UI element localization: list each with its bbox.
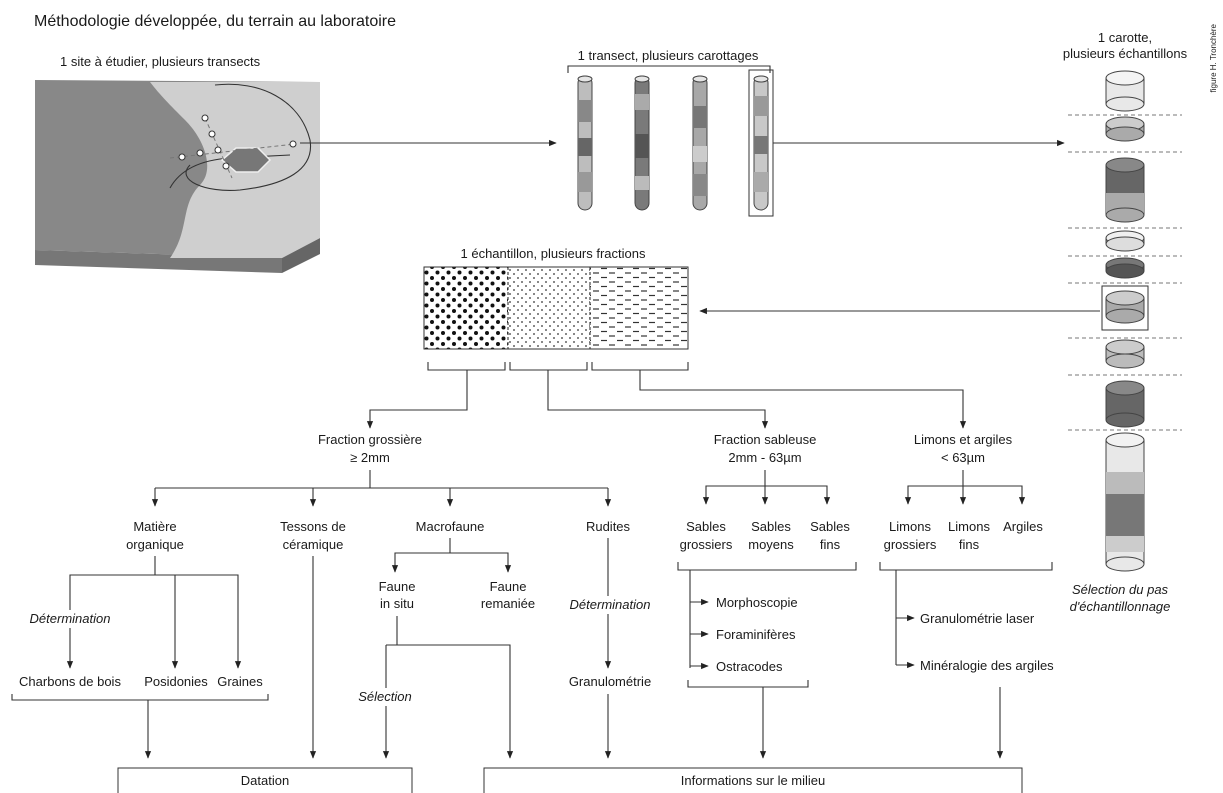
determination-label: Détermination — [30, 611, 111, 626]
limons-grossiers-line1: Limons — [889, 519, 931, 534]
tessons-line1: Tessons de — [280, 519, 346, 534]
graines-label: Graines — [217, 674, 263, 689]
mineralogie-label: Minéralogie des argiles — [920, 658, 1054, 673]
tessons-line2: céramique — [283, 537, 344, 552]
fraction-silt-line2: < 63µm — [941, 450, 985, 465]
morphoscopie-label: Morphoscopie — [716, 595, 798, 610]
fraction-coarse-line2: ≥ 2mm — [350, 450, 390, 465]
core-segments — [1068, 70, 1182, 572]
core-label-line2: plusieurs échantillons — [1063, 46, 1188, 61]
sables-moyens-line1: Sables — [751, 519, 791, 534]
core-label-line1: 1 carotte, — [1098, 30, 1152, 45]
charbons-label: Charbons de bois — [19, 674, 121, 689]
limons-fins-line1: Limons — [948, 519, 990, 534]
ostracodes-label: Ostracodes — [716, 659, 783, 674]
faune-remaniee-line2: remaniée — [481, 596, 535, 611]
datation-label: Datation — [241, 773, 289, 788]
milieu-box — [483, 767, 1023, 793]
fraction-sandy-line1: Fraction sableuse — [714, 432, 817, 447]
sables-fins-line2: fins — [820, 537, 841, 552]
site-label: 1 site à étudier, plusieurs transects — [60, 54, 261, 69]
fraction-sandy-line2: 2mm - 63µm — [728, 450, 801, 465]
posidonies-label: Posidonies — [144, 674, 208, 689]
organic-line1: Matière — [133, 519, 176, 534]
transect-label: 1 transect, plusieurs carottages — [578, 48, 759, 63]
fraction-coarse-line1: Fraction grossière — [318, 432, 422, 447]
core-selection-line2: d'échantillonnage — [1070, 599, 1171, 614]
site-block-illustration — [35, 80, 320, 273]
faune-insitu-line1: Faune — [379, 579, 416, 594]
faune-insitu-line2: in situ — [380, 596, 414, 611]
organic-line2: organique — [126, 537, 184, 552]
fraction-silt-line1: Limons et argiles — [914, 432, 1013, 447]
selection-label: Sélection — [358, 689, 411, 704]
sables-fins-line1: Sables — [810, 519, 850, 534]
limons-fins-line2: fins — [959, 537, 980, 552]
macrofaune-label: Macrofaune — [416, 519, 485, 534]
sample-label: 1 échantillon, plusieurs fractions — [461, 246, 646, 261]
transect-bracket — [567, 65, 771, 73]
figure-credit: figure H. Tronchère — [1209, 23, 1218, 92]
granulometrie-label: Granulométrie — [569, 674, 651, 689]
sample-fraction-boxes — [423, 266, 689, 350]
milieu-label: Informations sur le milieu — [681, 773, 826, 788]
sables-grossiers-line1: Sables — [686, 519, 726, 534]
foraminiferes-label: Foraminifères — [716, 627, 796, 642]
datation-box — [117, 767, 413, 793]
transect-cores — [577, 69, 774, 217]
rudites-label: Rudites — [586, 519, 631, 534]
sables-moyens-line2: moyens — [748, 537, 794, 552]
faune-remaniee-line1: Faune — [490, 579, 527, 594]
determination-rudites-label: Détermination — [570, 597, 651, 612]
sables-grossiers-line2: grossiers — [680, 537, 733, 552]
limons-grossiers-line2: grossiers — [884, 537, 937, 552]
core-selection-line1: Sélection du pas — [1072, 582, 1169, 597]
argiles-label: Argiles — [1003, 519, 1043, 534]
diagram-title: Méthodologie développée, du terrain au l… — [34, 13, 396, 30]
granulometrie-laser-label: Granulométrie laser — [920, 611, 1035, 626]
